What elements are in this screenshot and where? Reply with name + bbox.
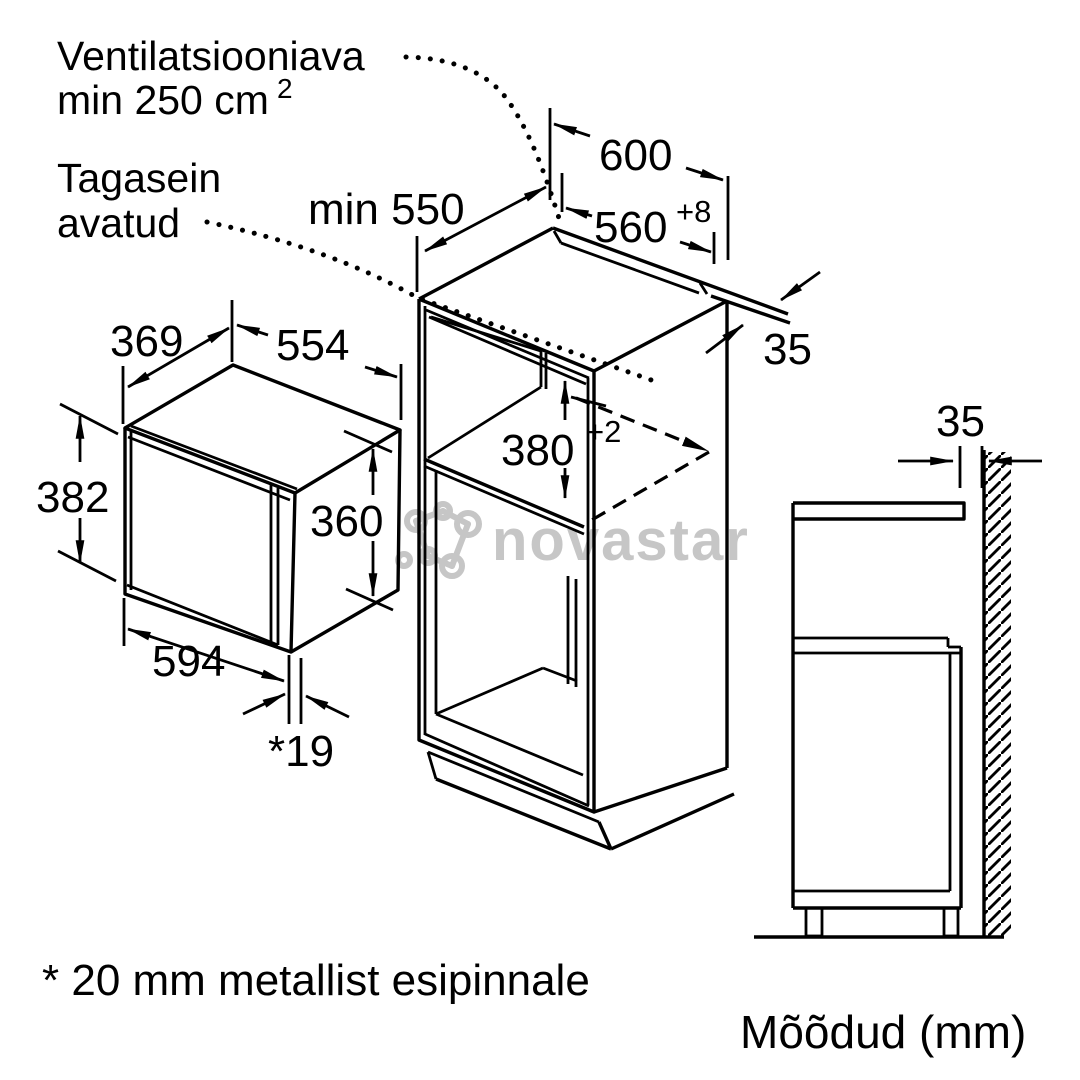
side-view: 35 (754, 397, 1042, 939)
wall-hatching (985, 452, 1011, 937)
dim-niche-depth-min: min 550 (308, 185, 465, 234)
dim-microwave-depth: 369 (110, 317, 183, 366)
ventilation-label-line2: min 250 cm (57, 77, 269, 123)
back-open-label-line2: avatud (57, 200, 180, 246)
dim-cabinet-width: 600 (599, 131, 672, 180)
cabinet-leg-right (942, 906, 960, 938)
dim-niche-width: 560 (594, 203, 667, 252)
dim-microwave-front-height: 360 (310, 497, 383, 546)
watermark-molecule-icon (395, 501, 482, 579)
ventilation-label-superscript: 2 (277, 73, 293, 104)
watermark: novastar (395, 501, 750, 579)
units-caption: Mõõdud (mm) (740, 1006, 1026, 1058)
dim-wall-gap: 35 (936, 397, 985, 446)
back-open-label-line1: Tagasein (57, 155, 221, 201)
dim-niche-height: 380 (501, 426, 574, 475)
footnote-text: * 20 mm metallist esipinnale (42, 956, 590, 1005)
watermark-text: novastar (492, 508, 750, 573)
labels: Ventilatsiooniava min 250 cm 2 Tagasein … (42, 33, 1026, 1058)
dim-door-protrusion: *19 (268, 727, 334, 776)
dim-side-panel-thickness: 35 (763, 325, 812, 374)
dim-niche-width-tolerance: +8 (676, 194, 711, 229)
microwave-isometric: 369 554 382 360 594 *19 (36, 300, 403, 776)
dim-microwave-door-width: 594 (152, 637, 225, 686)
ventilation-label-line1: Ventilatsiooniava (57, 33, 365, 79)
dim-microwave-body-width: 554 (276, 321, 349, 370)
cabinet-isometric: min 550 600 560 +8 35 380 +2 (308, 108, 821, 851)
cabinet-leg-left (804, 906, 824, 938)
dim-niche-height-tolerance: +2 (586, 414, 621, 449)
dim-microwave-height: 382 (36, 473, 109, 522)
